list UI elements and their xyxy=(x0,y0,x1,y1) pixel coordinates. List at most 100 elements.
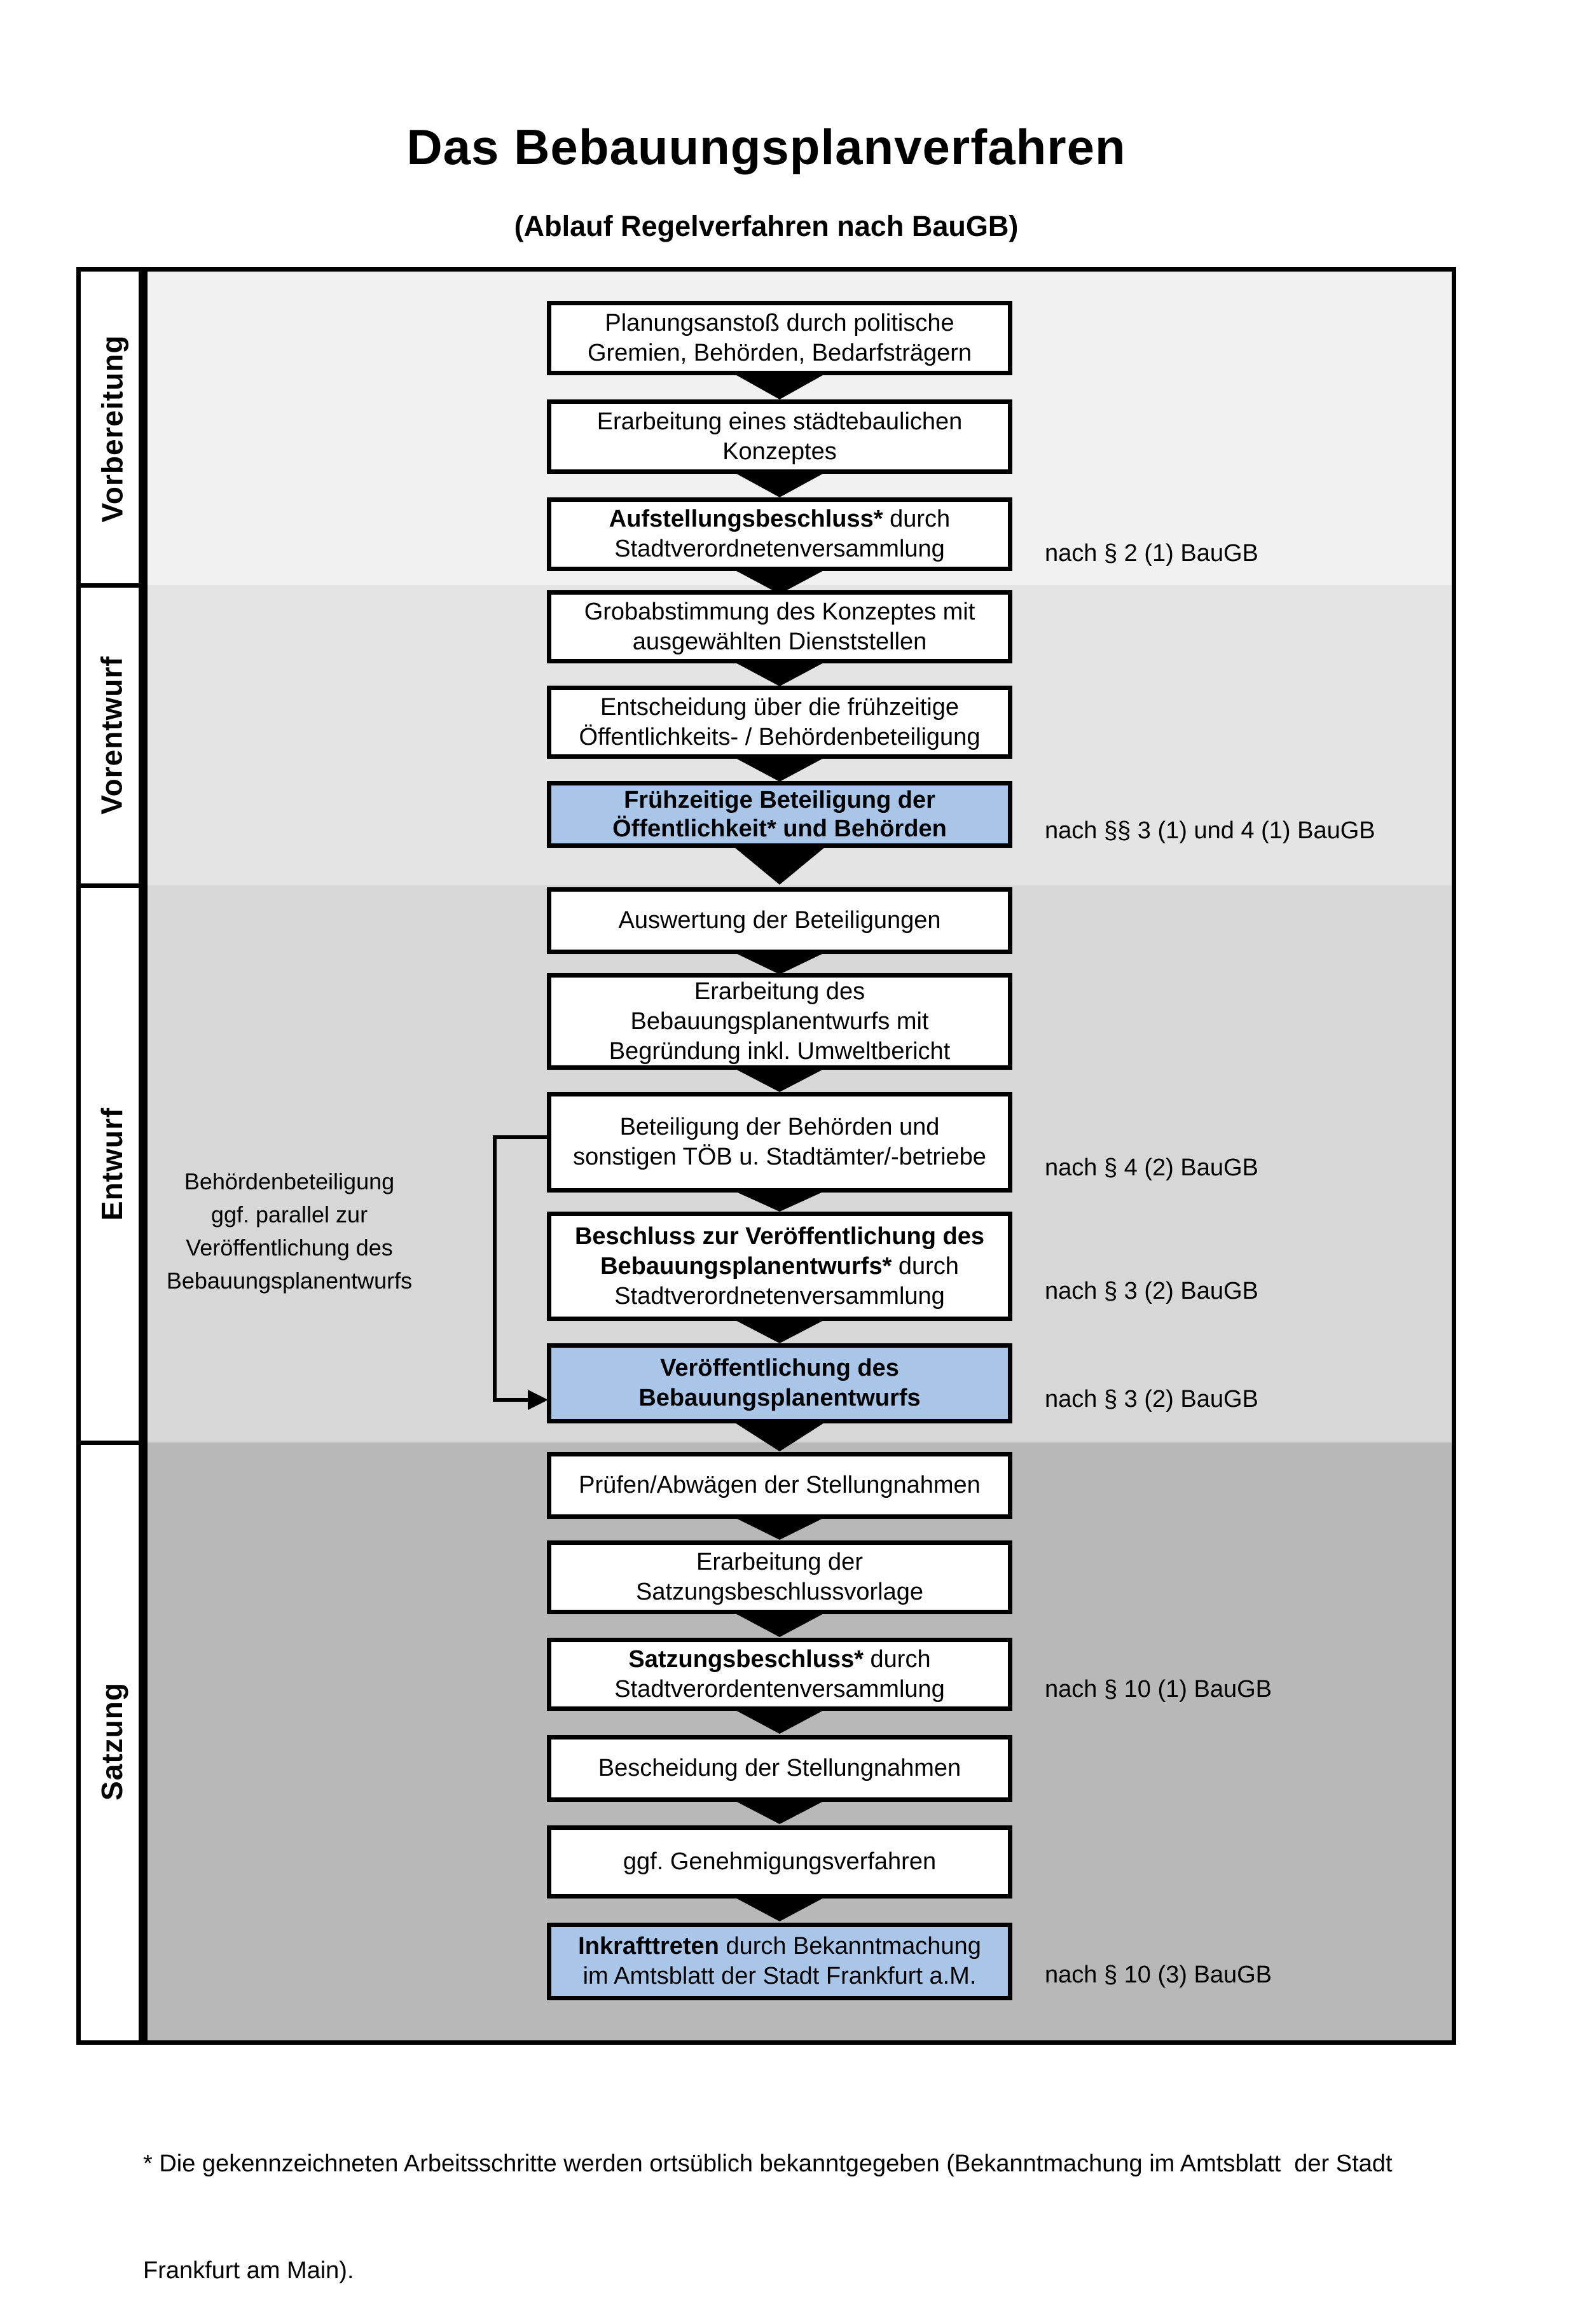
box-text-line: Bebauungsplanentwurfs xyxy=(638,1383,920,1413)
elbow-connector-vertical xyxy=(493,1135,497,1402)
box-text: Öffentlichkeits- / Behördenbeteiligung xyxy=(579,723,981,750)
box-text-line: Stadtverordnetenversammlung xyxy=(614,534,945,564)
legal-ref-aufstellungsbeschluss: nach § 2 (1) BauGB xyxy=(1045,540,1258,567)
box-text-bold: Veröffentlichung des xyxy=(660,1355,899,1381)
legal-ref-veroeffentlichung: nach § 3 (2) BauGB xyxy=(1045,1386,1258,1413)
phase-divider xyxy=(76,883,148,888)
box-text-line: Frühzeitige Beteiligung der xyxy=(624,786,935,815)
box-text-line: sonstigen TÖB u. Stadtämter/-betriebe xyxy=(573,1142,986,1172)
box-text: ggf. Genehmigungsverfahren xyxy=(623,1848,937,1875)
footnote-line: Frankfurt am Main). xyxy=(143,2257,354,2284)
box-text: ausgewählten Dienststellen xyxy=(632,628,927,655)
page-subtitle: (Ablauf Regelverfahren nach BauGB) xyxy=(514,210,1019,242)
box-text-line: ggf. Genehmigungsverfahren xyxy=(623,1847,936,1877)
down-arrow-icon xyxy=(732,1799,827,1824)
box-text-line: Inkrafttreten durch Bekanntmachung xyxy=(578,1932,981,1961)
box-text-line: Bebauungsplanentwurfs mit xyxy=(631,1007,929,1037)
down-arrow-icon xyxy=(732,1708,827,1734)
elbow-connector-top xyxy=(493,1135,547,1139)
box-text-line: Erarbeitung der xyxy=(696,1547,863,1577)
box-text-line: Planungsanstoß durch politische xyxy=(605,308,954,338)
phase-label-satzung: Satzung xyxy=(76,1442,148,2040)
side-note-parallel-beteiligung: Behördenbeteiligung ggf. parallel zur Ve… xyxy=(146,1165,432,1297)
phase-label-column xyxy=(76,267,148,2045)
down-arrow-icon xyxy=(732,661,827,686)
phase-label-entwurf: Entwurf xyxy=(76,885,148,1442)
legal-ref-fruehzeitige-beteiligung: nach §§ 3 (1) und 4 (1) BauGB xyxy=(1045,817,1375,844)
box-text-line: Begründung inkl. Umweltbericht xyxy=(609,1037,951,1067)
process-box-beschluss-veroeffentlichung: Beschluss zur Veröffentlichung des Bebau… xyxy=(547,1212,1012,1321)
box-text: im Amtsblatt der Stadt Frankfurt a.M. xyxy=(582,1963,977,1989)
box-text: Planungsanstoß durch politische xyxy=(605,309,954,336)
phase-label-text: Vorentwurf xyxy=(95,656,128,815)
phase-label-vorentwurf: Vorentwurf xyxy=(76,585,148,885)
process-box-veroeffentlichung: Veröffentlichung des Bebauungsplanentwur… xyxy=(547,1343,1012,1423)
box-text-line: Entscheidung über die frühzeitige xyxy=(600,693,959,723)
box-text-line: Stadtverordnetenversammlung xyxy=(614,1282,945,1311)
box-text: Erarbeitung des xyxy=(694,978,865,1005)
box-text: Prüfen/Abwägen der Stellungnahmen xyxy=(579,1472,981,1498)
process-box-pruefen-abwaegen: Prüfen/Abwägen der Stellungnahmen xyxy=(547,1452,1012,1519)
process-box-auswertung: Auswertung der Beteiligungen xyxy=(547,887,1012,954)
box-text-bold: Beschluss zur Veröffentlichung des xyxy=(574,1222,985,1250)
box-text: Beteiligung der Behörden und xyxy=(619,1114,940,1140)
phase-label-text: Satzung xyxy=(95,1682,129,1801)
side-note-line: Behördenbeteiligung xyxy=(184,1168,395,1194)
box-text-bold: Öffentlichkeit* und Behörden xyxy=(612,815,947,842)
box-text-line: Bescheidung der Stellungnahmen xyxy=(598,1753,961,1783)
elbow-connector-bottom xyxy=(493,1398,530,1402)
box-text-line: Beteiligung der Behörden und xyxy=(620,1112,940,1142)
box-text: durch Bekanntmachung xyxy=(719,1933,981,1960)
box-text: Erarbeitung eines städtebaulichen xyxy=(596,408,963,435)
box-text-line: Öffentlichkeits- / Behördenbeteiligung xyxy=(579,723,981,752)
side-note-line: Veröffentlichung des xyxy=(186,1235,393,1261)
phase-divider xyxy=(76,583,148,588)
box-text: Bescheidung der Stellungnahmen xyxy=(598,1755,961,1781)
box-text: durch xyxy=(883,506,951,532)
box-text-bold: Aufstellungsbeschluss* xyxy=(609,506,883,532)
box-text-bold: Bebauungsplanentwurfs* xyxy=(600,1252,892,1280)
box-text-line: Konzeptes xyxy=(722,437,837,467)
legal-ref-satzungsbeschluss: nach § 10 (1) BauGB xyxy=(1045,1676,1272,1703)
down-arrow-icon xyxy=(732,1612,827,1637)
phase-label-text: Entwurf xyxy=(95,1107,129,1221)
process-box-grobabstimmung: Grobabstimmung des Konzeptes mit ausgewä… xyxy=(547,590,1012,663)
box-text: Auswertung der Beteiligungen xyxy=(618,907,941,934)
box-text: Entscheidung über die frühzeitige xyxy=(600,693,960,721)
box-text-line: Bebauungsplanentwurfs* durch xyxy=(600,1252,959,1282)
down-arrow-icon xyxy=(732,1067,827,1092)
down-arrow-icon xyxy=(732,1190,827,1212)
box-text-bold: Satzungsbeschluss* xyxy=(628,1645,864,1673)
footnote: * Die gekennzeichneten Arbeitsschritte w… xyxy=(143,2075,1453,2324)
phase-label-vorbereitung: Vorbereitung xyxy=(76,272,148,585)
side-note-line: Bebauungsplanentwurfs xyxy=(166,1268,413,1294)
down-arrow-icon xyxy=(732,1318,827,1343)
box-text: Erarbeitung der xyxy=(696,1549,863,1575)
legal-ref-behoerdenbeteiligung: nach § 4 (2) BauGB xyxy=(1045,1154,1258,1181)
process-box-behoerdenbeteiligung: Beteiligung der Behörden und sonstigen T… xyxy=(547,1092,1012,1193)
process-box-aufstellungsbeschluss: Aufstellungsbeschluss* durch Stadtverord… xyxy=(547,497,1012,571)
process-box-entscheidung-beteiligung: Entscheidung über die frühzeitige Öffent… xyxy=(547,686,1012,759)
phase-divider xyxy=(76,1441,148,1445)
box-text-line: Gremien, Behörden, Bedarfsträgern xyxy=(588,338,972,368)
box-text-line: Beschluss zur Veröffentlichung des xyxy=(575,1222,984,1252)
down-arrow-icon xyxy=(732,373,827,399)
box-text-line: Auswertung der Beteiligungen xyxy=(618,906,940,936)
box-text-line: Stadtverordentenversammlung xyxy=(614,1675,945,1705)
page-title: Das Bebauungsplanverfahren xyxy=(406,119,1126,175)
down-arrow-icon xyxy=(732,951,827,974)
box-text: Begründung inkl. Umweltbericht xyxy=(609,1037,951,1065)
box-text-bold: Inkrafttreten xyxy=(578,1933,719,1960)
down-arrow-icon xyxy=(732,569,827,594)
process-box-satzungsbeschluss: Satzungsbeschluss* durch Stadtverordente… xyxy=(547,1638,1012,1711)
legal-ref-inkrafttreten: nach § 10 (3) BauGB xyxy=(1045,1961,1272,1988)
down-arrow-icon xyxy=(732,471,827,497)
process-box-konzept: Erarbeitung eines städtebaulichen Konzep… xyxy=(547,399,1012,474)
phase-label-text: Vorbereitung xyxy=(95,335,129,522)
box-text: sonstigen TÖB u. Stadtämter/-betriebe xyxy=(573,1144,986,1170)
box-text-line: Satzungsbeschlussvorlage xyxy=(636,1577,923,1607)
process-box-erarbeitung-entwurf: Erarbeitung des Bebauungsplanentwurfs mi… xyxy=(547,973,1012,1070)
process-box-fruehzeitige-beteiligung: Frühzeitige Beteiligung der Öffentlichke… xyxy=(547,781,1012,848)
down-arrow-icon xyxy=(732,1516,827,1540)
box-text-line: ausgewählten Dienststellen xyxy=(633,627,927,657)
